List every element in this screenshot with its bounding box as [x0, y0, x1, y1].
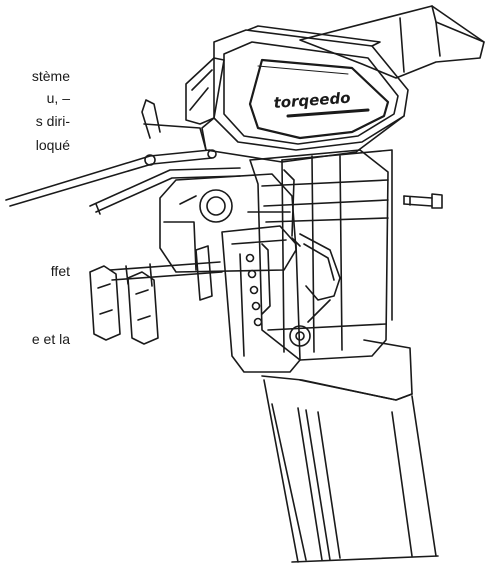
- throttle-cables: [5, 99, 241, 215]
- loose-screw: [403, 193, 443, 209]
- tiller-handle: [299, 5, 485, 79]
- text-fragment-3: s diri-: [35, 113, 70, 129]
- text-fragment-2: u, –: [46, 90, 70, 106]
- torqeedo-logo: torqeedo: [273, 89, 351, 112]
- clamp-screws: [89, 245, 223, 345]
- text-fragment-5: ffet: [50, 263, 70, 279]
- logo-plate: [248, 58, 390, 140]
- text-fragment-1: stème: [31, 68, 70, 84]
- tilt-lever: [289, 233, 341, 347]
- shaft-tube: [261, 149, 439, 563]
- battery-cover: [185, 25, 409, 163]
- text-fragment-6: e et la: [31, 331, 70, 347]
- text-fragment-4: loqué: [35, 137, 70, 153]
- shaft-clamp: [249, 149, 389, 361]
- logo-subline: [286, 108, 370, 118]
